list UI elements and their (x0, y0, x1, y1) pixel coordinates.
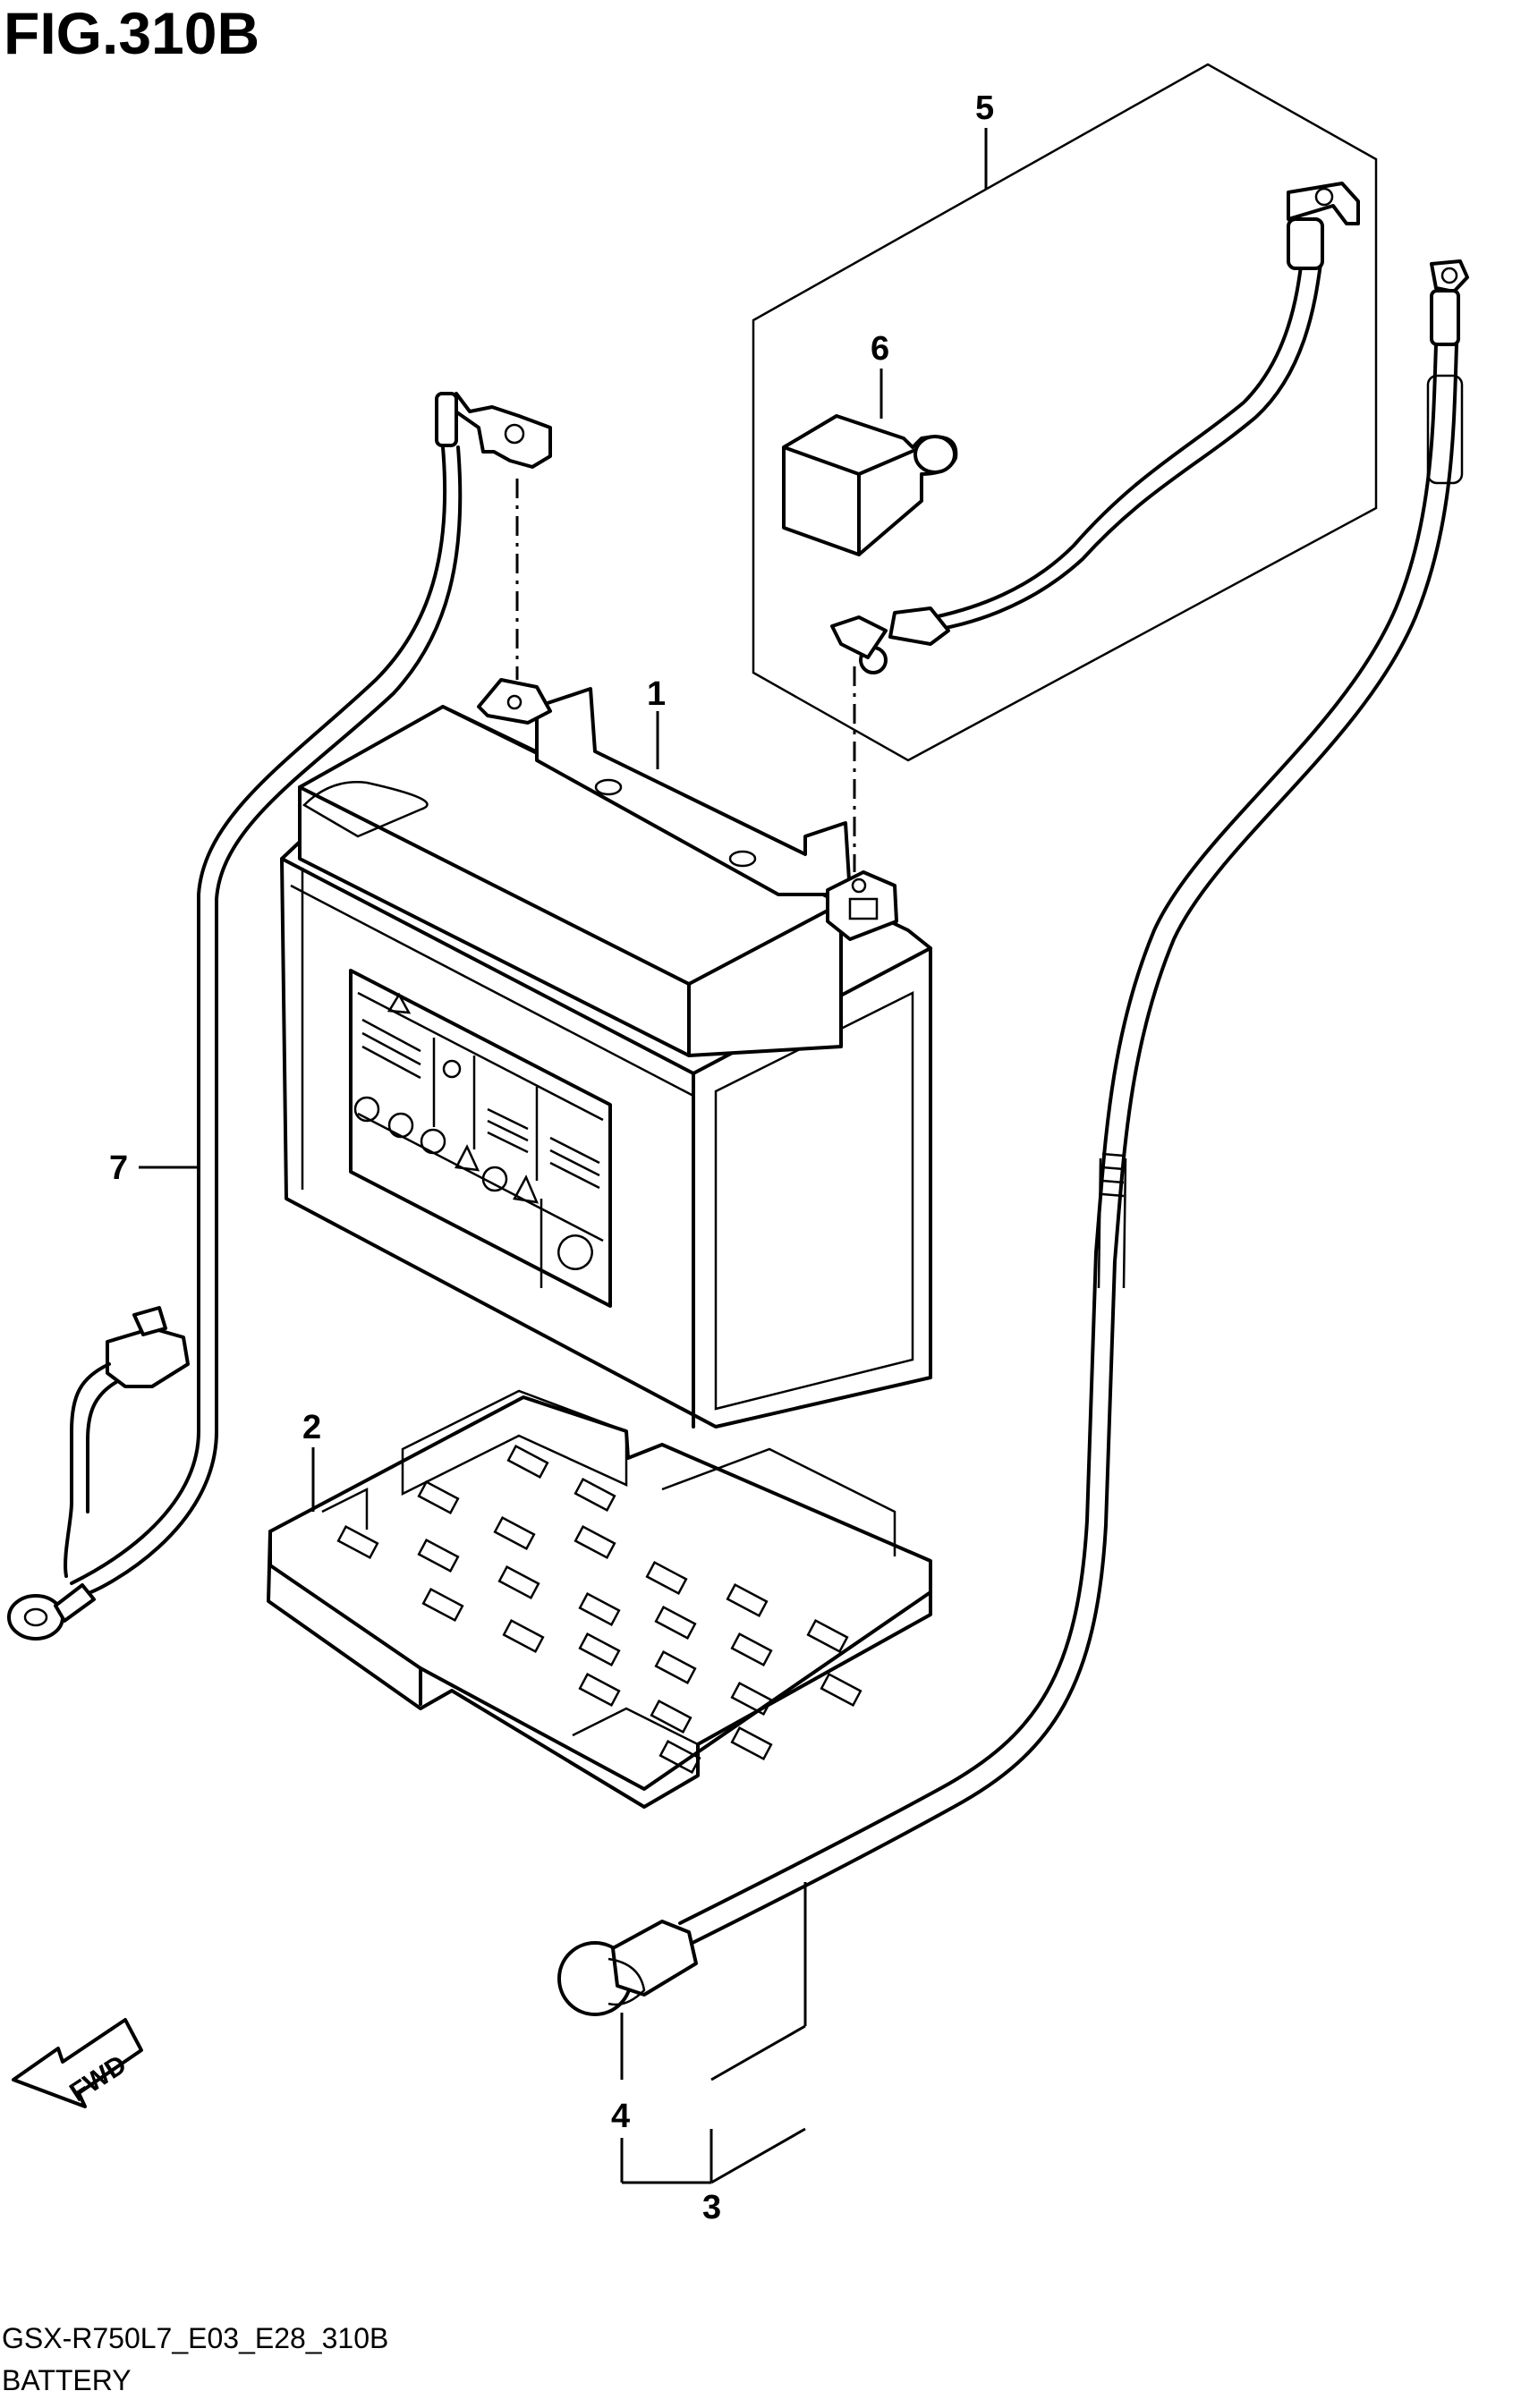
battery-tray (267, 1389, 932, 1809)
diagram-code: GSX-R750L7_E03_E28_310B (2, 2322, 388, 2354)
callout-2: 2 (302, 1409, 321, 1446)
callout-7: 7 (109, 1149, 128, 1187)
negative-lead-cable (557, 259, 1469, 2016)
callout-5: 5 (975, 89, 994, 127)
callout-6: 6 (871, 330, 889, 368)
fwd-arrow-icon: FWD (12, 2018, 143, 2108)
battery (280, 678, 932, 1429)
sensor-lead-cable (7, 392, 552, 1641)
terminal-cap (782, 414, 958, 556)
callout-1: 1 (647, 675, 666, 713)
figure-title: FIG.310B (4, 0, 259, 66)
tray-slots (336, 1444, 862, 1775)
positive-lead-cable (830, 182, 1360, 674)
warning-label (349, 969, 612, 1308)
callout-4: 4 (611, 2098, 630, 2135)
callout-3: 3 (702, 2189, 721, 2226)
diagram-caption: BATTERY (2, 2364, 132, 2396)
kit-box-outline (752, 63, 1378, 762)
